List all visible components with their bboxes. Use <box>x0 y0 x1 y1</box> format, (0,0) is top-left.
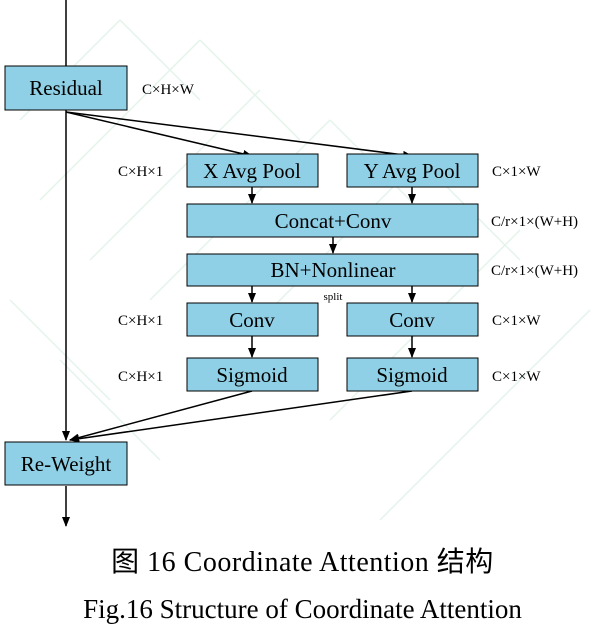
conv-right-box: Conv <box>346 302 479 337</box>
y-avg-pool-label: Y Avg Pool <box>364 159 461 183</box>
y-avg-pool-box: Y Avg Pool <box>346 153 479 188</box>
concat-conv-box: Concat+Conv <box>186 203 479 238</box>
bn-nonlinear-box: BN+Nonlinear <box>186 253 479 287</box>
caption-english: Fig.16 Structure of Coordinate Attention <box>83 594 522 624</box>
sigmoid-right-label: Sigmoid <box>376 363 448 387</box>
reweight-box: Re-Weight <box>4 441 128 486</box>
conv-right-dim: C×1×W <box>492 313 541 329</box>
residual-dim: C×H×W <box>142 82 195 98</box>
arrow-residual-to-ypool <box>65 111 413 159</box>
bn-nonlinear-label: BN+Nonlinear <box>271 258 396 282</box>
sigmoid-left-dim: C×H×1 <box>118 369 163 385</box>
sigmoid-left-label: Sigmoid <box>216 363 288 387</box>
arrow-sigmoid-right-to-reweight <box>69 390 413 443</box>
conv-left-box: Conv <box>186 302 319 337</box>
residual-label: Residual <box>29 76 103 100</box>
arrow-residual-to-xpool <box>65 111 253 158</box>
sigmoid-left-box: Sigmoid <box>186 357 319 392</box>
residual-box: Residual <box>4 65 128 111</box>
arrow-sigmoid-left-to-reweight <box>69 390 253 442</box>
sigmoid-right-dim: C×1×W <box>492 369 541 385</box>
y-avg-pool-dim: C×1×W <box>492 164 541 180</box>
conv-left-label: Conv <box>229 308 275 332</box>
concat-conv-dim: C/r×1×(W+H) <box>491 214 578 230</box>
conv-right-label: Conv <box>389 308 435 332</box>
x-avg-pool-label: X Avg Pool <box>203 159 301 183</box>
x-avg-pool-dim: C×H×1 <box>118 164 163 180</box>
coordinate-attention-diagram: Residual C×H×W X Avg Pool C×H×1 Y Avg Po… <box>4 0 591 527</box>
split-label: split <box>324 291 343 303</box>
sigmoid-right-box: Sigmoid <box>346 357 479 392</box>
x-avg-pool-box: X Avg Pool <box>186 153 319 188</box>
conv-left-dim: C×H×1 <box>118 313 163 329</box>
caption-chinese: 图 16 Coordinate Attention 结构 <box>111 547 494 578</box>
reweight-label: Re-Weight <box>21 452 112 476</box>
bn-nonlinear-dim: C/r×1×(W+H) <box>491 263 578 279</box>
concat-conv-label: Concat+Conv <box>275 209 392 233</box>
